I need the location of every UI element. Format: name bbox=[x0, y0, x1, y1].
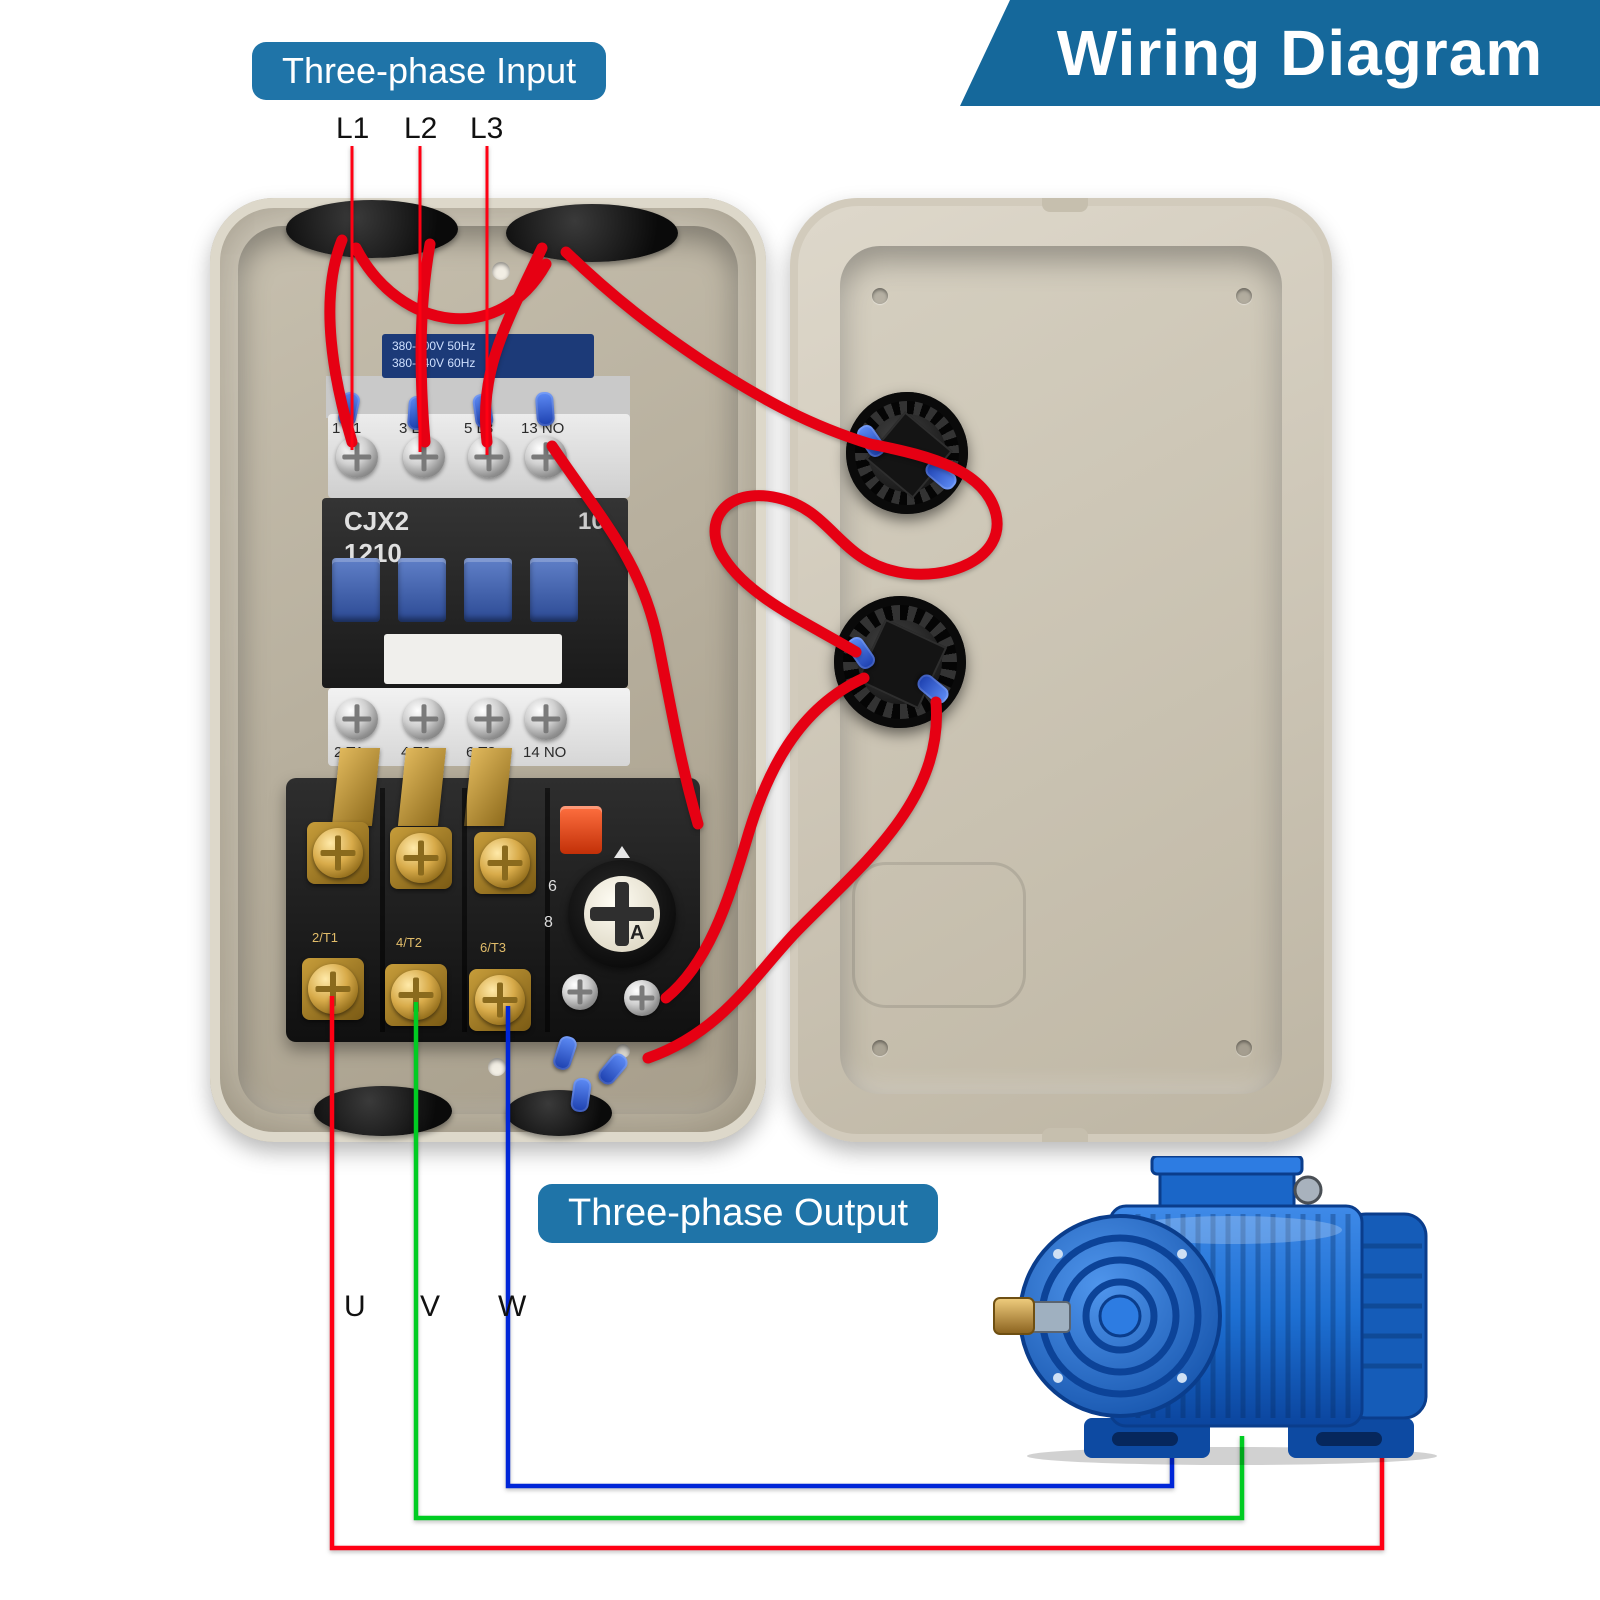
input-terminal-L3: L3 bbox=[470, 112, 504, 145]
motor-cable-gland bbox=[1293, 1175, 1323, 1205]
relay-aux-screw-icon bbox=[562, 974, 598, 1010]
dial-unit-label: A bbox=[630, 922, 645, 944]
rating-line-1: 380-400V 50Hz bbox=[392, 339, 476, 353]
cable-gland-bottom-right bbox=[506, 1090, 612, 1136]
brass-terminal-screw-icon bbox=[396, 833, 446, 883]
wire-ferrule bbox=[406, 395, 428, 431]
relay-terminal-label: 4/T2 bbox=[396, 935, 423, 950]
brass-link-tab bbox=[397, 748, 447, 826]
brass-link-tab bbox=[331, 748, 381, 826]
input-badge: Three-phase Input bbox=[252, 42, 607, 100]
contact-module bbox=[464, 558, 512, 622]
mounting-hole bbox=[488, 1058, 506, 1076]
terminal-screw-icon bbox=[468, 436, 510, 478]
rating-line-2: 380-440V 60Hz bbox=[392, 356, 476, 371]
output-terminal-V: V bbox=[420, 1290, 441, 1323]
terminal-screw-icon bbox=[403, 436, 445, 478]
lid-recess-outline bbox=[852, 862, 1026, 1008]
dial-number: 6 bbox=[548, 878, 557, 895]
lid-tab bbox=[1042, 1128, 1088, 1142]
input-terminal-L1: L1 bbox=[336, 112, 370, 145]
flange-ring bbox=[1082, 1278, 1158, 1354]
terminal-label-14NO: 14 NO bbox=[523, 744, 567, 761]
dial-cross-bar bbox=[615, 882, 629, 946]
contactor-nameplate bbox=[384, 634, 562, 684]
contactor-rating-label: 380-400V 50Hz 380-440V 60Hz bbox=[382, 334, 594, 378]
output-terminal-W: W bbox=[498, 1290, 527, 1323]
contactor-model: CJX2 bbox=[344, 506, 410, 536]
flange-bolt bbox=[1177, 1249, 1187, 1259]
relay-divider bbox=[545, 788, 550, 1032]
terminal-screw-icon bbox=[468, 698, 510, 740]
wire-ferrule bbox=[534, 391, 556, 427]
lid-dimple bbox=[872, 288, 888, 304]
motor-foot-slot bbox=[1112, 1432, 1178, 1446]
relay-reset-button[interactable] bbox=[560, 806, 602, 854]
contact-module bbox=[398, 558, 446, 622]
relay-terminal-label: 6/T3 bbox=[480, 940, 507, 955]
dial-number: 8 bbox=[544, 914, 553, 931]
brass-link-tab bbox=[463, 748, 513, 826]
input-terminal-L2: L2 bbox=[404, 112, 438, 145]
motor-shaft-coupling bbox=[993, 1297, 1035, 1335]
contact-module bbox=[332, 558, 380, 622]
brass-terminal-screw-icon bbox=[480, 838, 530, 888]
mounting-hole bbox=[492, 262, 510, 280]
lid-tab bbox=[1042, 198, 1088, 212]
output-badge: Three-phase Output bbox=[538, 1184, 939, 1243]
dial-pointer-icon bbox=[614, 846, 630, 858]
title-banner: Wiring Diagram bbox=[960, 0, 1600, 106]
motor-terminal-box-lid bbox=[1150, 1156, 1304, 1176]
terminal-screw-icon bbox=[525, 436, 567, 478]
motor-rear-fins bbox=[1348, 1243, 1422, 1369]
cable-gland-top-left bbox=[286, 200, 458, 258]
terminal-screw-icon bbox=[403, 698, 445, 740]
output-terminal-U: U bbox=[344, 1290, 366, 1323]
three-phase-motor bbox=[993, 1156, 1437, 1465]
relay-divider bbox=[380, 788, 385, 1032]
contact-module bbox=[530, 558, 578, 622]
relay-divider bbox=[462, 788, 467, 1032]
brass-terminal-screw-icon bbox=[313, 828, 363, 878]
brass-terminal-screw-icon bbox=[308, 964, 358, 1014]
contactor-aux-rating: 10 bbox=[578, 508, 605, 535]
flange-bolt bbox=[1177, 1373, 1187, 1383]
brass-terminal-screw-icon bbox=[391, 970, 441, 1020]
terminal-screw-icon bbox=[525, 698, 567, 740]
page-title: Wiring Diagram bbox=[1056, 17, 1544, 89]
motor-foot-slot bbox=[1316, 1432, 1382, 1446]
lid-dimple bbox=[1236, 288, 1252, 304]
terminal-screw-icon bbox=[336, 436, 378, 478]
motor-hub bbox=[1098, 1294, 1142, 1338]
relay-aux-screw-icon bbox=[624, 980, 660, 1016]
terminal-screw-icon bbox=[336, 698, 378, 740]
cable-gland-top-right bbox=[506, 204, 678, 262]
lid-dimple bbox=[872, 1040, 888, 1056]
relay-terminal-label: 2/T1 bbox=[312, 930, 339, 945]
lid-dimple bbox=[1236, 1040, 1252, 1056]
cable-gland-bottom-left bbox=[314, 1086, 452, 1136]
brass-terminal-screw-icon bbox=[475, 975, 525, 1025]
flange-bolt bbox=[1053, 1373, 1063, 1383]
flange-bolt bbox=[1053, 1249, 1063, 1259]
